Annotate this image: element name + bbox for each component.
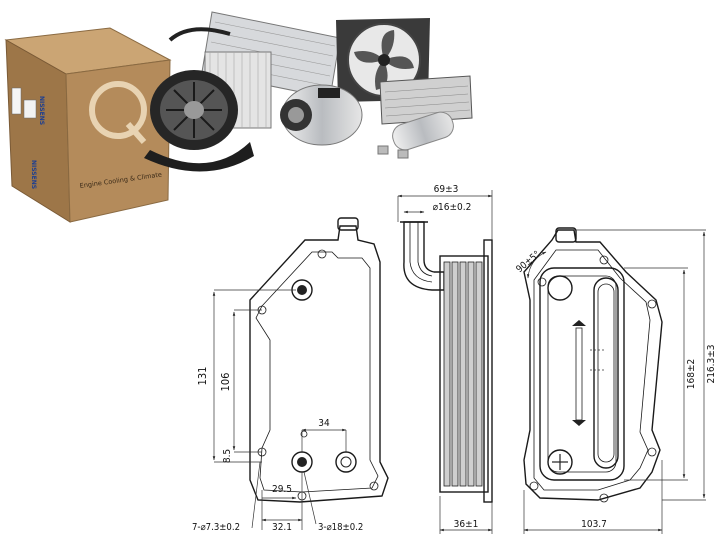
info-sticker (23, 99, 37, 119)
cooler-plate-stack (443, 261, 483, 487)
q-logo (89, 81, 147, 144)
compressor-image (280, 84, 363, 146)
label-holes-3: 3-⌀18±0.2 (318, 522, 363, 533)
dim-90: 90±5° (514, 249, 542, 275)
barcode-sticker (11, 87, 22, 115)
dim-168: 168±2 (686, 359, 697, 389)
dim-36: 36±1 (454, 519, 479, 530)
cooling-fan-image (336, 18, 430, 102)
dim-8-5: 8.5 (222, 449, 233, 463)
dim-32-1: 32.1 (272, 522, 292, 533)
heater-core-image (379, 75, 473, 125)
front-view-drawing: 131 106 8.5 34 29.5 32.1 7-⌀7.3±0.2 3-⌀1… (192, 217, 389, 533)
dim-106: 106 (219, 373, 232, 392)
blower-motor-image (144, 70, 254, 172)
label-holes-7: 7-⌀7.3±0.2 (192, 522, 240, 533)
product-box: Engine Cooling & Climate NISSENS NISSENS (4, 27, 172, 223)
dim-131: 131 (196, 367, 209, 386)
receiver-dryer-image (377, 111, 454, 159)
box-brand-top: NISSENS (38, 96, 45, 125)
box-brand-side: NISSENS (30, 160, 37, 189)
side-view-drawing: 69±3 ⌀16±0.2 36±1 (397, 184, 493, 534)
back-view-drawing: 90±5° 216.3±3 168±2 103.7 (514, 227, 717, 534)
dim-29-5: 29.5 (272, 484, 292, 495)
dim-34: 34 (318, 418, 330, 429)
dim-103-7: 103.7 (581, 519, 607, 530)
dim-16: ⌀16±0.2 (433, 202, 472, 213)
dim-216: 216.3±3 (706, 344, 717, 383)
product-range-image (144, 11, 473, 172)
dim-69: 69±3 (434, 184, 459, 195)
